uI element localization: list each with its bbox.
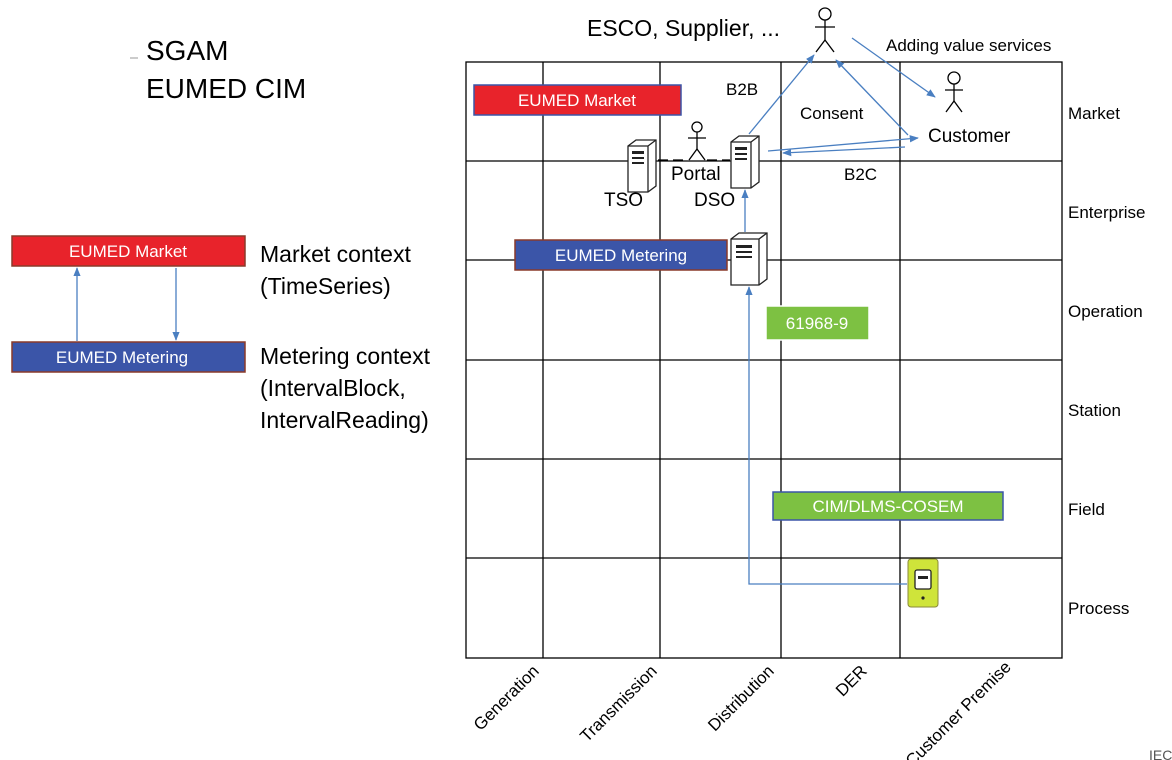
legend-market-box — [11, 235, 246, 267]
zone-field: Field — [1068, 500, 1105, 519]
standard-61968-box — [765, 305, 870, 341]
b2c-label: B2C — [844, 165, 877, 184]
cim-dlms-cosem-box — [772, 491, 1004, 521]
eumed-metering-box-label: EUMED Metering — [555, 246, 687, 265]
esco-label: ESCO, Supplier, ... — [587, 15, 780, 41]
zone-station: Station — [1068, 401, 1121, 420]
customer-actor-icon — [945, 71, 963, 113]
metering-context-line1: Metering context — [260, 343, 431, 369]
eumed-metering-box — [514, 239, 728, 271]
title-eumed-cim: EUMED CIM — [146, 73, 306, 104]
tso-server-icon — [627, 139, 657, 193]
consent-arrow — [835, 59, 909, 136]
dso-label: DSO — [694, 190, 735, 211]
eumed-market-box — [473, 84, 682, 116]
domain-distribution: Distribution — [704, 661, 778, 735]
domain-transmission: Transmission — [576, 661, 660, 745]
cim-dlms-cosem-label: CIM/DLMS-COSEM — [812, 497, 963, 516]
sgam-grid — [465, 61, 1063, 659]
eumed-market-box-label: EUMED Market — [518, 91, 636, 110]
esco-to-customer-arrow — [851, 37, 936, 98]
metering-context-line2: (IntervalBlock, — [260, 375, 406, 401]
customer-to-dso-arrow — [782, 146, 906, 157]
market-context-line2: (TimeSeries) — [260, 273, 391, 299]
tso-label: TSO — [604, 190, 643, 211]
legend-metering-box — [11, 341, 246, 373]
dso-to-customer-arrow — [767, 135, 919, 152]
dso-to-esco-arrow — [748, 54, 815, 135]
flow-arrows — [741, 37, 936, 585]
portal-label: Portal — [671, 164, 721, 185]
legend-metering-box-label: EUMED Metering — [56, 348, 188, 367]
zone-operation: Operation — [1068, 302, 1143, 321]
zone-market: Market — [1068, 104, 1120, 123]
dso-server-icon — [730, 135, 760, 189]
zone-process: Process — [1068, 599, 1129, 618]
smart-meter-icon — [907, 558, 939, 608]
domain-generation: Generation — [470, 661, 543, 734]
b2b-label: B2B — [726, 80, 758, 99]
adding-value-label: Adding value services — [886, 36, 1051, 55]
consent-label: Consent — [800, 104, 864, 123]
corner-iec-text: IEC — [1149, 747, 1172, 760]
market-context-line1: Market context — [260, 241, 411, 267]
metering-server-icon — [730, 232, 768, 286]
domain-customer-premise: Customer Premise — [902, 657, 1015, 760]
portal-actor-icon — [688, 121, 706, 161]
meter-to-metering-arrow — [745, 286, 907, 585]
domain-der: DER — [832, 661, 871, 700]
metering-context-line3: IntervalReading) — [260, 407, 429, 433]
zone-enterprise: Enterprise — [1068, 203, 1145, 222]
standard-61968-label: 61968-9 — [786, 314, 848, 333]
esco-actor-icon — [815, 7, 835, 53]
legend-market-box-label: EUMED Market — [69, 242, 187, 261]
title-sgam: SGAM — [146, 35, 228, 66]
customer-label: Customer — [928, 126, 1011, 147]
